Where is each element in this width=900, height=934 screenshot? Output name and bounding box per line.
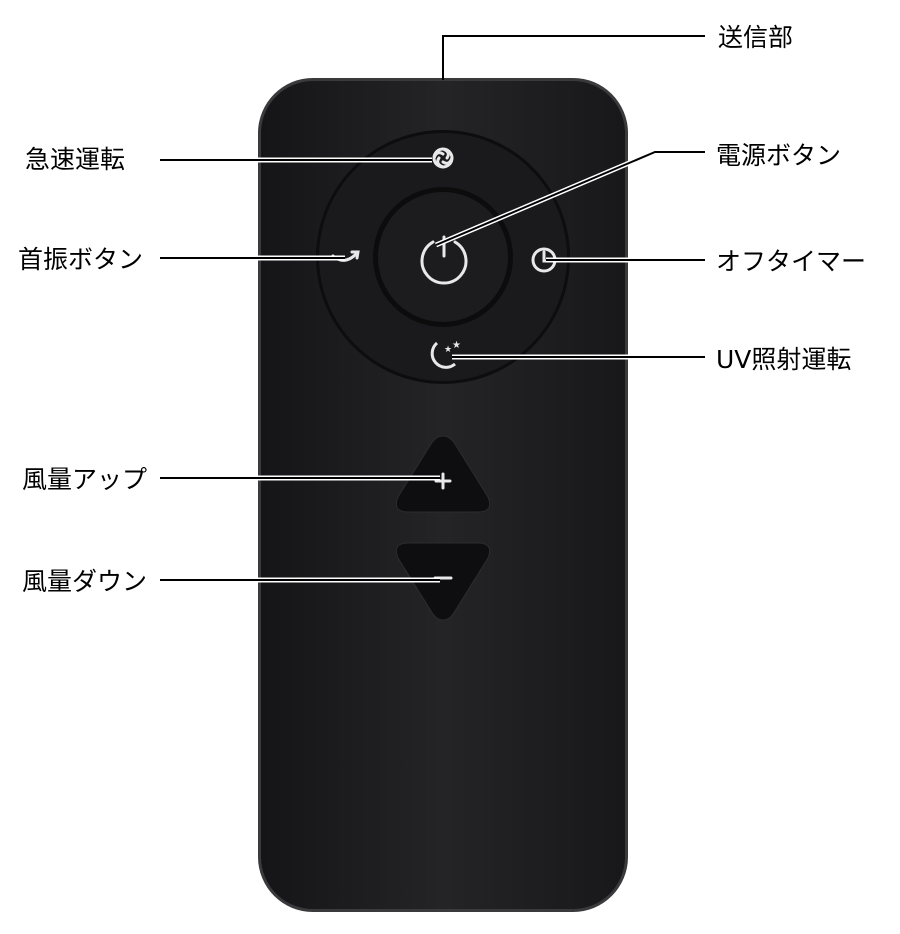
label-fan-down: 風量ダウン <box>22 567 147 596</box>
svg-text:★: ★ <box>452 340 461 351</box>
label-uv: UV照射運転 <box>716 345 851 374</box>
fan-up-button[interactable] <box>395 435 491 513</box>
power-button[interactable] <box>373 187 513 327</box>
label-transmitter: 送信部 <box>718 23 793 52</box>
label-off-timer: オフタイマー <box>716 247 866 276</box>
leader-lines <box>160 33 705 583</box>
plus-icon <box>434 472 452 490</box>
fan-icon <box>432 147 454 169</box>
svg-text:★: ★ <box>444 345 452 355</box>
label-fan-up: 風量アップ <box>22 465 147 494</box>
label-swing: 首振ボタン <box>18 245 143 274</box>
turbo-button[interactable] <box>432 147 454 169</box>
moon-stars-icon: ★ ★ <box>430 340 461 369</box>
uv-button[interactable]: ★ ★ <box>430 340 461 369</box>
label-power: 電源ボタン <box>716 141 841 170</box>
label-turbo: 急速運転 <box>25 145 125 174</box>
